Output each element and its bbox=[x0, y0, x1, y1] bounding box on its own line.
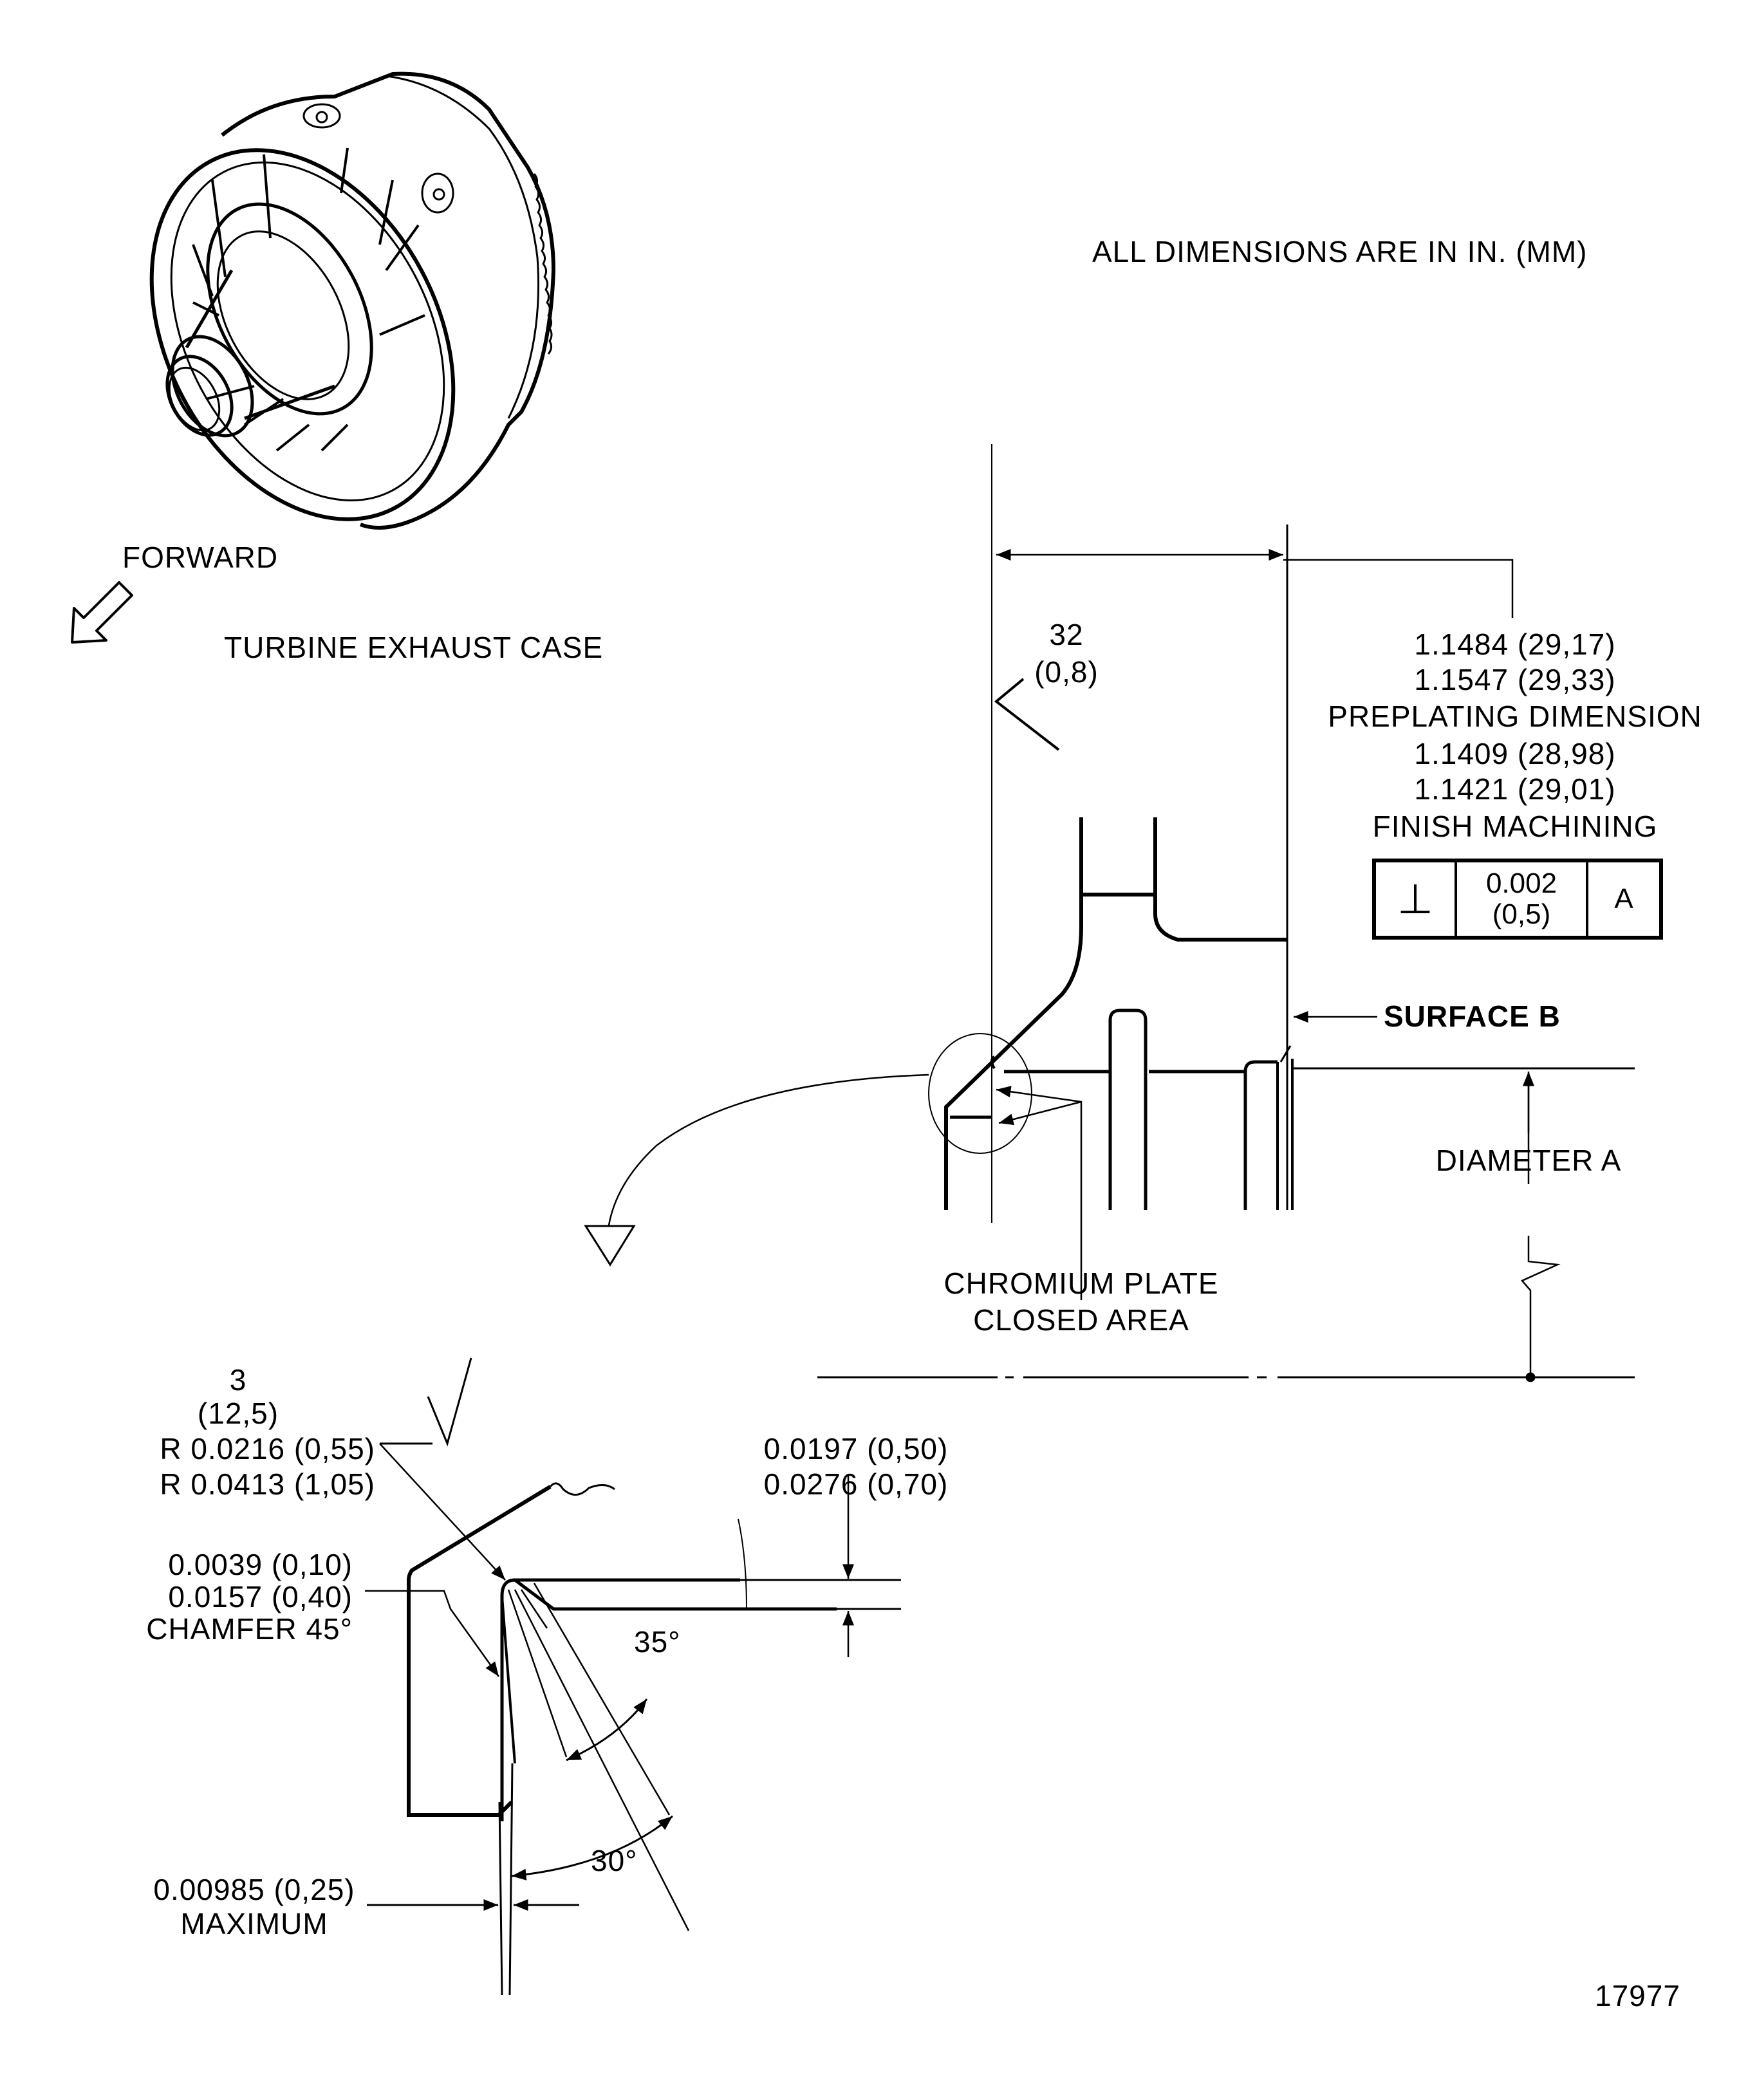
fcf-tolerance: 0.002 (0,5) bbox=[1457, 862, 1588, 936]
diameter-a-label: DIAMETER A bbox=[1435, 1144, 1622, 1177]
preplating-min: 1.1484 (29,17) bbox=[1414, 627, 1616, 661]
chromium-plate-label: CHROMIUM PLATE bbox=[944, 1267, 1219, 1300]
step-min: 0.0197 (0,50) bbox=[763, 1432, 949, 1465]
radius-max: R 0.0413 (1,05) bbox=[160, 1467, 375, 1501]
finish-max: 1.1421 (29,01) bbox=[1414, 772, 1616, 806]
figure-number: 17977 bbox=[1595, 1979, 1680, 2012]
section-view bbox=[584, 444, 1635, 1382]
enlarged-detail-view bbox=[365, 1357, 901, 1996]
fcf-tolerance-metric: (0,5) bbox=[1492, 898, 1551, 930]
finish-min: 1.1409 (28,98) bbox=[1414, 737, 1616, 770]
chamfer-label: CHAMFER 45° bbox=[146, 1612, 353, 1646]
fcf-tolerance-value: 0.002 bbox=[1485, 867, 1557, 899]
chamfer-max: 0.0157 (0,40) bbox=[168, 1580, 353, 1613]
angle-35-label: 35° bbox=[634, 1625, 681, 1659]
turbine-exhaust-case-illustration bbox=[149, 71, 555, 530]
angle-30-label: 30° bbox=[591, 1844, 638, 1877]
forward-label: FORWARD bbox=[122, 541, 279, 574]
part-name-label: TURBINE EXHAUST CASE bbox=[224, 631, 604, 664]
surface-b-label: SURFACE B bbox=[1384, 999, 1561, 1033]
feature-control-frame: ⊥ 0.002 (0,5) A bbox=[1372, 859, 1663, 940]
units-note: ALL DIMENSIONS ARE IN IN. (MM) bbox=[1092, 235, 1588, 268]
fcf-datum: A bbox=[1614, 882, 1633, 915]
forward-arrow-icon bbox=[71, 581, 133, 644]
lower-finish-metric: (12,5) bbox=[197, 1397, 279, 1430]
surface-finish-value: 32 bbox=[1049, 618, 1084, 651]
perpendicularity-icon: ⊥ bbox=[1376, 862, 1457, 936]
detail-circle bbox=[928, 1033, 1032, 1154]
finish-machining-label: FINISH MACHINING bbox=[1372, 810, 1658, 843]
lower-finish-value: 3 bbox=[229, 1363, 247, 1397]
gap-label: MAXIMUM bbox=[180, 1907, 328, 1940]
preplating-label: PREPLATING DIMENSION bbox=[1328, 700, 1702, 733]
chamfer-min: 0.0039 (0,10) bbox=[168, 1548, 353, 1581]
gap-value: 0.00985 (0,25) bbox=[153, 1873, 355, 1906]
step-max: 0.0276 (0,70) bbox=[763, 1467, 949, 1501]
preplating-max: 1.1547 (29,33) bbox=[1414, 663, 1616, 696]
closed-area-label: CLOSED AREA bbox=[973, 1303, 1189, 1337]
surface-finish-metric: (0,8) bbox=[1034, 655, 1099, 689]
radius-min: R 0.0216 (0,55) bbox=[160, 1432, 375, 1465]
